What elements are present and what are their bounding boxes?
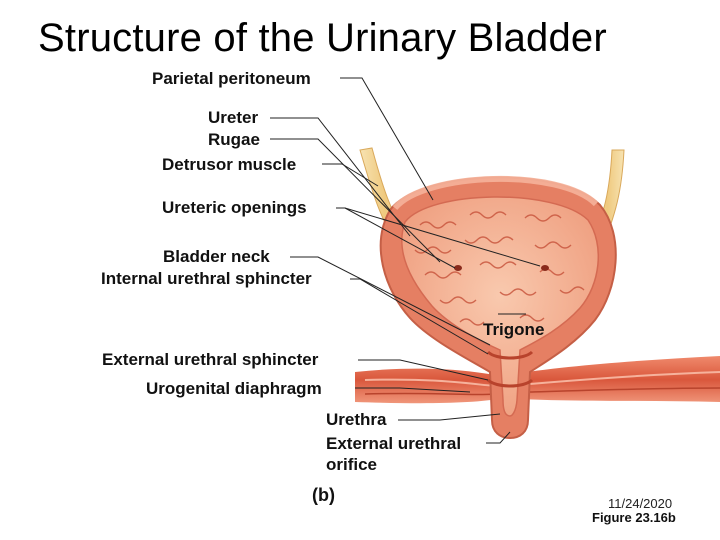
label-rugae: Rugae: [208, 130, 260, 149]
leader-lines: [270, 77, 541, 444]
label-trigone: Trigone: [483, 320, 545, 339]
label-internal-urethral-sphincter: Internal urethral sphincter: [101, 269, 312, 288]
label-external-urethral-orifice-1: External urethral: [326, 434, 462, 453]
ureteric-openings-shape: [454, 265, 549, 271]
label-bladder-neck: Bladder neck: [163, 247, 270, 266]
urogenital-diaphragm-shape: [355, 356, 720, 404]
sphincter-shape: [486, 350, 534, 388]
label-ureteric-openings: Ureteric openings: [162, 198, 307, 217]
label-parietal-peritoneum: Parietal peritoneum: [152, 69, 311, 88]
label-detrusor-muscle: Detrusor muscle: [162, 155, 297, 174]
label-urethra: Urethra: [326, 410, 387, 429]
figure-reference: Figure 23.16b: [592, 510, 676, 525]
label-external-urethral-sphincter: External urethral sphincter: [102, 350, 319, 369]
rugae-texture: [414, 211, 585, 326]
label-external-urethral-orifice-2: orifice: [326, 455, 378, 474]
label-ureter: Ureter: [208, 108, 259, 127]
slide-date: 11/24/2020: [608, 496, 673, 511]
slide-title: Structure of the Urinary Bladder: [38, 16, 607, 60]
panel-label: (b): [312, 485, 335, 505]
label-urogenital-diaphragm: Urogenital diaphragm: [146, 379, 322, 398]
